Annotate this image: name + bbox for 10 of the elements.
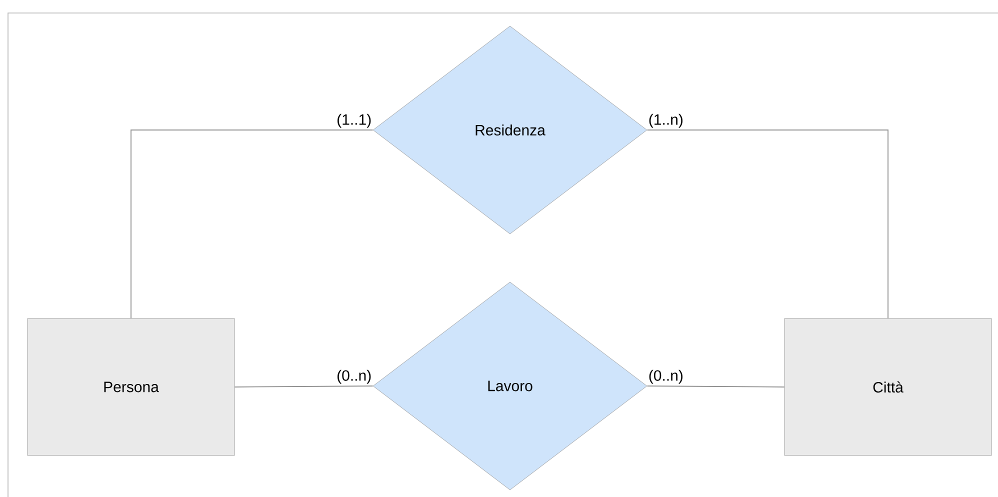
- connector-line: [234, 386, 374, 388]
- cardinality-label: (0..n): [647, 368, 684, 385]
- cardinality-label: (1..1): [336, 112, 373, 129]
- entity-box: Persona: [27, 318, 235, 456]
- connector-line: [130, 130, 374, 319]
- cardinality-label: (0..n): [336, 368, 373, 385]
- connector-line: [646, 386, 785, 388]
- connector-line: [646, 130, 888, 319]
- cardinality-label: (1..n): [647, 112, 684, 129]
- entity-box: Città: [784, 318, 992, 456]
